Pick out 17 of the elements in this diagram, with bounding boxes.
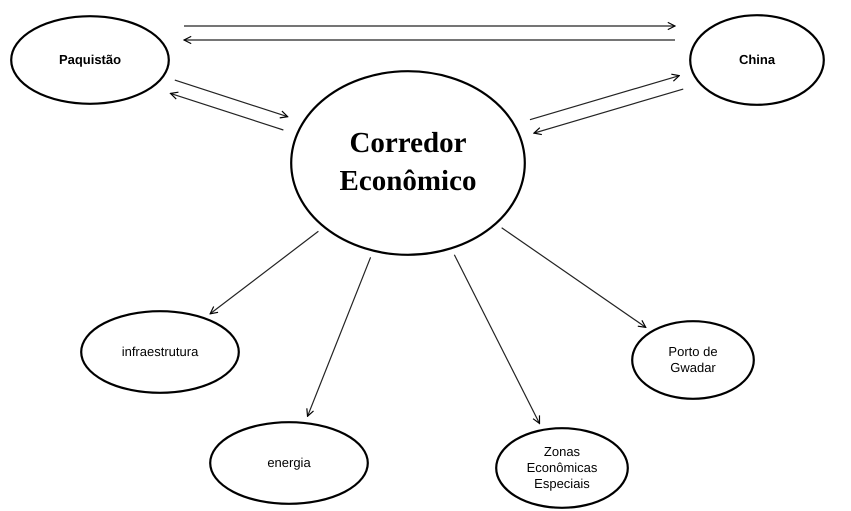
node-label: Paquistão — [58, 52, 122, 68]
arrow — [454, 254, 540, 424]
node-label: Zonas Econômicas Especiais — [526, 444, 598, 492]
node-label: Corredor Econômico — [338, 126, 478, 199]
arrow — [184, 22, 676, 30]
arrow — [306, 257, 372, 417]
node-label: China — [738, 52, 776, 68]
node-label: energia — [266, 454, 312, 472]
arrow — [174, 80, 288, 118]
arrow — [501, 227, 646, 328]
arrow — [533, 88, 684, 136]
node-label: infraestrutura — [120, 344, 200, 360]
arrow — [170, 92, 284, 131]
node-label: Porto de Gwadar — [667, 344, 719, 376]
arrow — [183, 36, 675, 44]
arrow — [210, 230, 319, 314]
arrow — [530, 74, 680, 120]
